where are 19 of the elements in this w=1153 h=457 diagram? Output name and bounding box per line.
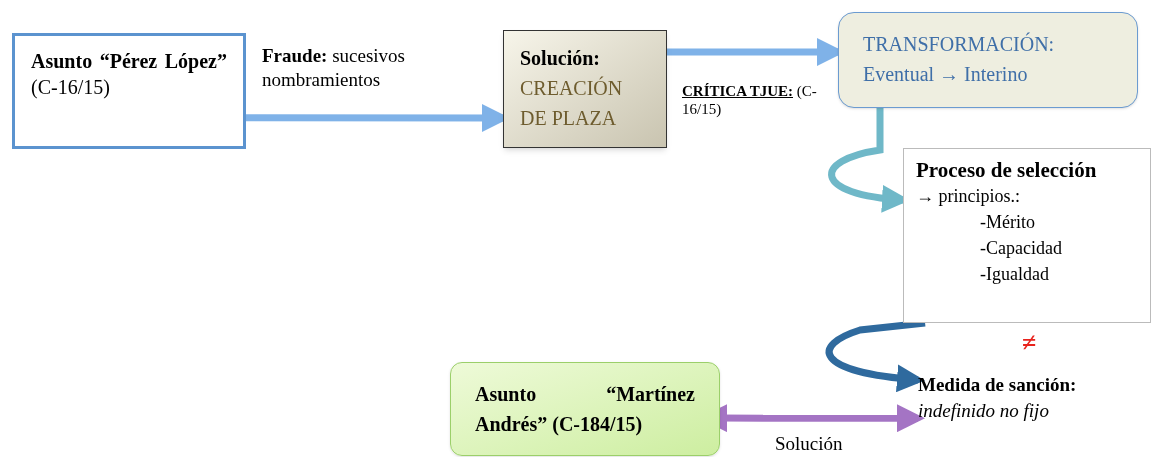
node-text: CREACIÓN DE PLAZA xyxy=(520,75,624,131)
text-box xyxy=(12,33,246,149)
text-box xyxy=(450,362,720,456)
node-text: -Mérito xyxy=(979,211,1036,234)
node-text: Asunto “Pérez López” (C-16/15) xyxy=(31,49,227,100)
node-text: Eventual → Interino xyxy=(863,62,1029,87)
node-text: → principios.: xyxy=(916,185,1021,208)
text-box xyxy=(503,30,667,148)
node-text: Medida de sanción: xyxy=(918,373,1078,397)
text-box xyxy=(838,12,1138,108)
node-text: Solución: xyxy=(520,46,602,71)
not-equal-sign: ≠ xyxy=(1022,328,1037,358)
node-text: -Igualdad xyxy=(979,263,1050,286)
node-text: indefinido no fijo xyxy=(918,399,1050,423)
node-text: -Capacidad xyxy=(979,237,1063,260)
node-text: TRANSFORMACIÓN: xyxy=(863,31,1056,57)
node-text: Proceso de selección xyxy=(916,157,1098,183)
arrow xyxy=(826,319,926,392)
node-text: Asunto “Martínez Andrés” (C-184/15) xyxy=(475,382,695,438)
